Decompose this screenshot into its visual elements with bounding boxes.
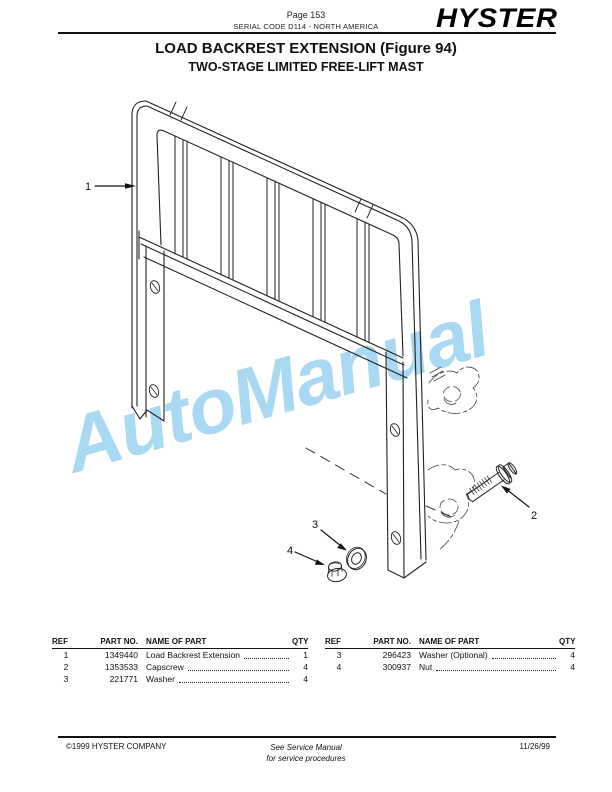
callout-4-label: 4 [287, 545, 293, 557]
washer-drawing [346, 546, 367, 571]
load-backrest-frame [131, 100, 427, 579]
header-rule [58, 32, 556, 34]
dot-leader [178, 682, 289, 683]
cell-part-no: 300937 [382, 662, 411, 672]
callout-1-label: 1 [85, 181, 91, 193]
cell-ref: 1 [63, 650, 69, 660]
cell-part-no: 296423 [382, 650, 411, 660]
left-leg [131, 245, 165, 422]
col-header-qty: QTY [559, 637, 576, 646]
table-row: 3 221771 Washer 4 [52, 674, 308, 685]
thread-hatching [469, 475, 492, 496]
callouts: 1 2 3 4 [85, 181, 537, 565]
right-leg [385, 351, 427, 579]
footer-date: 11/26/99 [519, 742, 550, 751]
table-header: REF PART NO. NAME OF PART QTY [52, 636, 308, 649]
cell-part-no: 221771 [109, 674, 138, 684]
page-title: LOAD BACKREST EXTENSION (Figure 94) [155, 40, 457, 57]
cell-part-no: 1353533 [104, 662, 138, 672]
page-subtitle: TWO-STAGE LIMITED FREE-LIFT MAST [188, 60, 424, 74]
cell-ref: 4 [336, 662, 342, 672]
cell-qty: 4 [570, 650, 575, 660]
dot-leader [187, 670, 289, 671]
service-note-line2: for service procedures [266, 754, 346, 763]
page-number: Page 153 [286, 10, 326, 20]
cell-qty: 1 [303, 650, 308, 660]
mast-bracket-phantom [427, 366, 480, 551]
cell-name: Capscrew [146, 662, 184, 672]
col-header-qty: QTY [292, 637, 309, 646]
col-header-name: NAME OF PART [146, 637, 207, 646]
callout-2-label: 2 [531, 510, 537, 522]
cell-ref: 2 [63, 662, 69, 672]
callout-2: 2 [501, 485, 537, 522]
footer-copyright: ©1999 HYSTER COMPANY [66, 742, 167, 751]
cell-qty: 4 [303, 674, 308, 684]
cell-ref: 3 [336, 650, 342, 660]
cell-ref: 3 [63, 674, 69, 684]
table-header: REF PART NO. NAME OF PART QTY [325, 636, 575, 649]
footer-rule [58, 736, 556, 738]
cell-name: Nut [419, 662, 433, 672]
hyster-logo: HYSTER [436, 3, 558, 33]
callout-3: 3 [312, 519, 347, 551]
col-header-ref: REF [325, 637, 341, 646]
col-header-part: PART NO. [373, 637, 411, 646]
table-row: 4 300937 Nut 4 [325, 662, 575, 673]
callout-3-label: 3 [312, 519, 318, 531]
footer-service-note: See Service Manual for service procedure… [0, 742, 612, 764]
callout-1: 1 [85, 181, 136, 193]
table-row: 3 296423 Washer (Optional) 4 [325, 650, 575, 661]
parts-table-left: REF PART NO. NAME OF PART QTY 1 1349440 … [52, 636, 308, 685]
cell-qty: 4 [303, 662, 308, 672]
service-note-line1: See Service Manual [270, 743, 342, 752]
cell-name: Washer [146, 674, 175, 684]
assembly-centerline [305, 447, 457, 520]
dot-leader [436, 670, 556, 671]
capscrew-drawing [466, 462, 518, 503]
frame-slats [174, 135, 370, 343]
cell-part-no: 1349440 [104, 650, 138, 660]
cell-name: Washer (Optional) [419, 650, 488, 660]
dot-leader [244, 658, 289, 659]
col-header-name: NAME OF PART [419, 637, 480, 646]
col-header-part: PART NO. [100, 637, 138, 646]
cell-qty: 4 [570, 662, 575, 672]
col-header-ref: REF [52, 637, 68, 646]
callout-4: 4 [287, 545, 325, 565]
table-row: 2 1353533 Capscrew 4 [52, 662, 308, 673]
parts-table-right: REF PART NO. NAME OF PART QTY 3 296423 W… [325, 636, 575, 673]
dot-leader [491, 658, 556, 659]
serial-code-line: SERIAL CODE D114 - NORTH AMERICA [233, 22, 379, 31]
table-row: 1 1349440 Load Backrest Extension 1 [52, 650, 308, 661]
cell-name: Load Backrest Extension [146, 650, 241, 660]
nut-drawing [327, 561, 347, 583]
